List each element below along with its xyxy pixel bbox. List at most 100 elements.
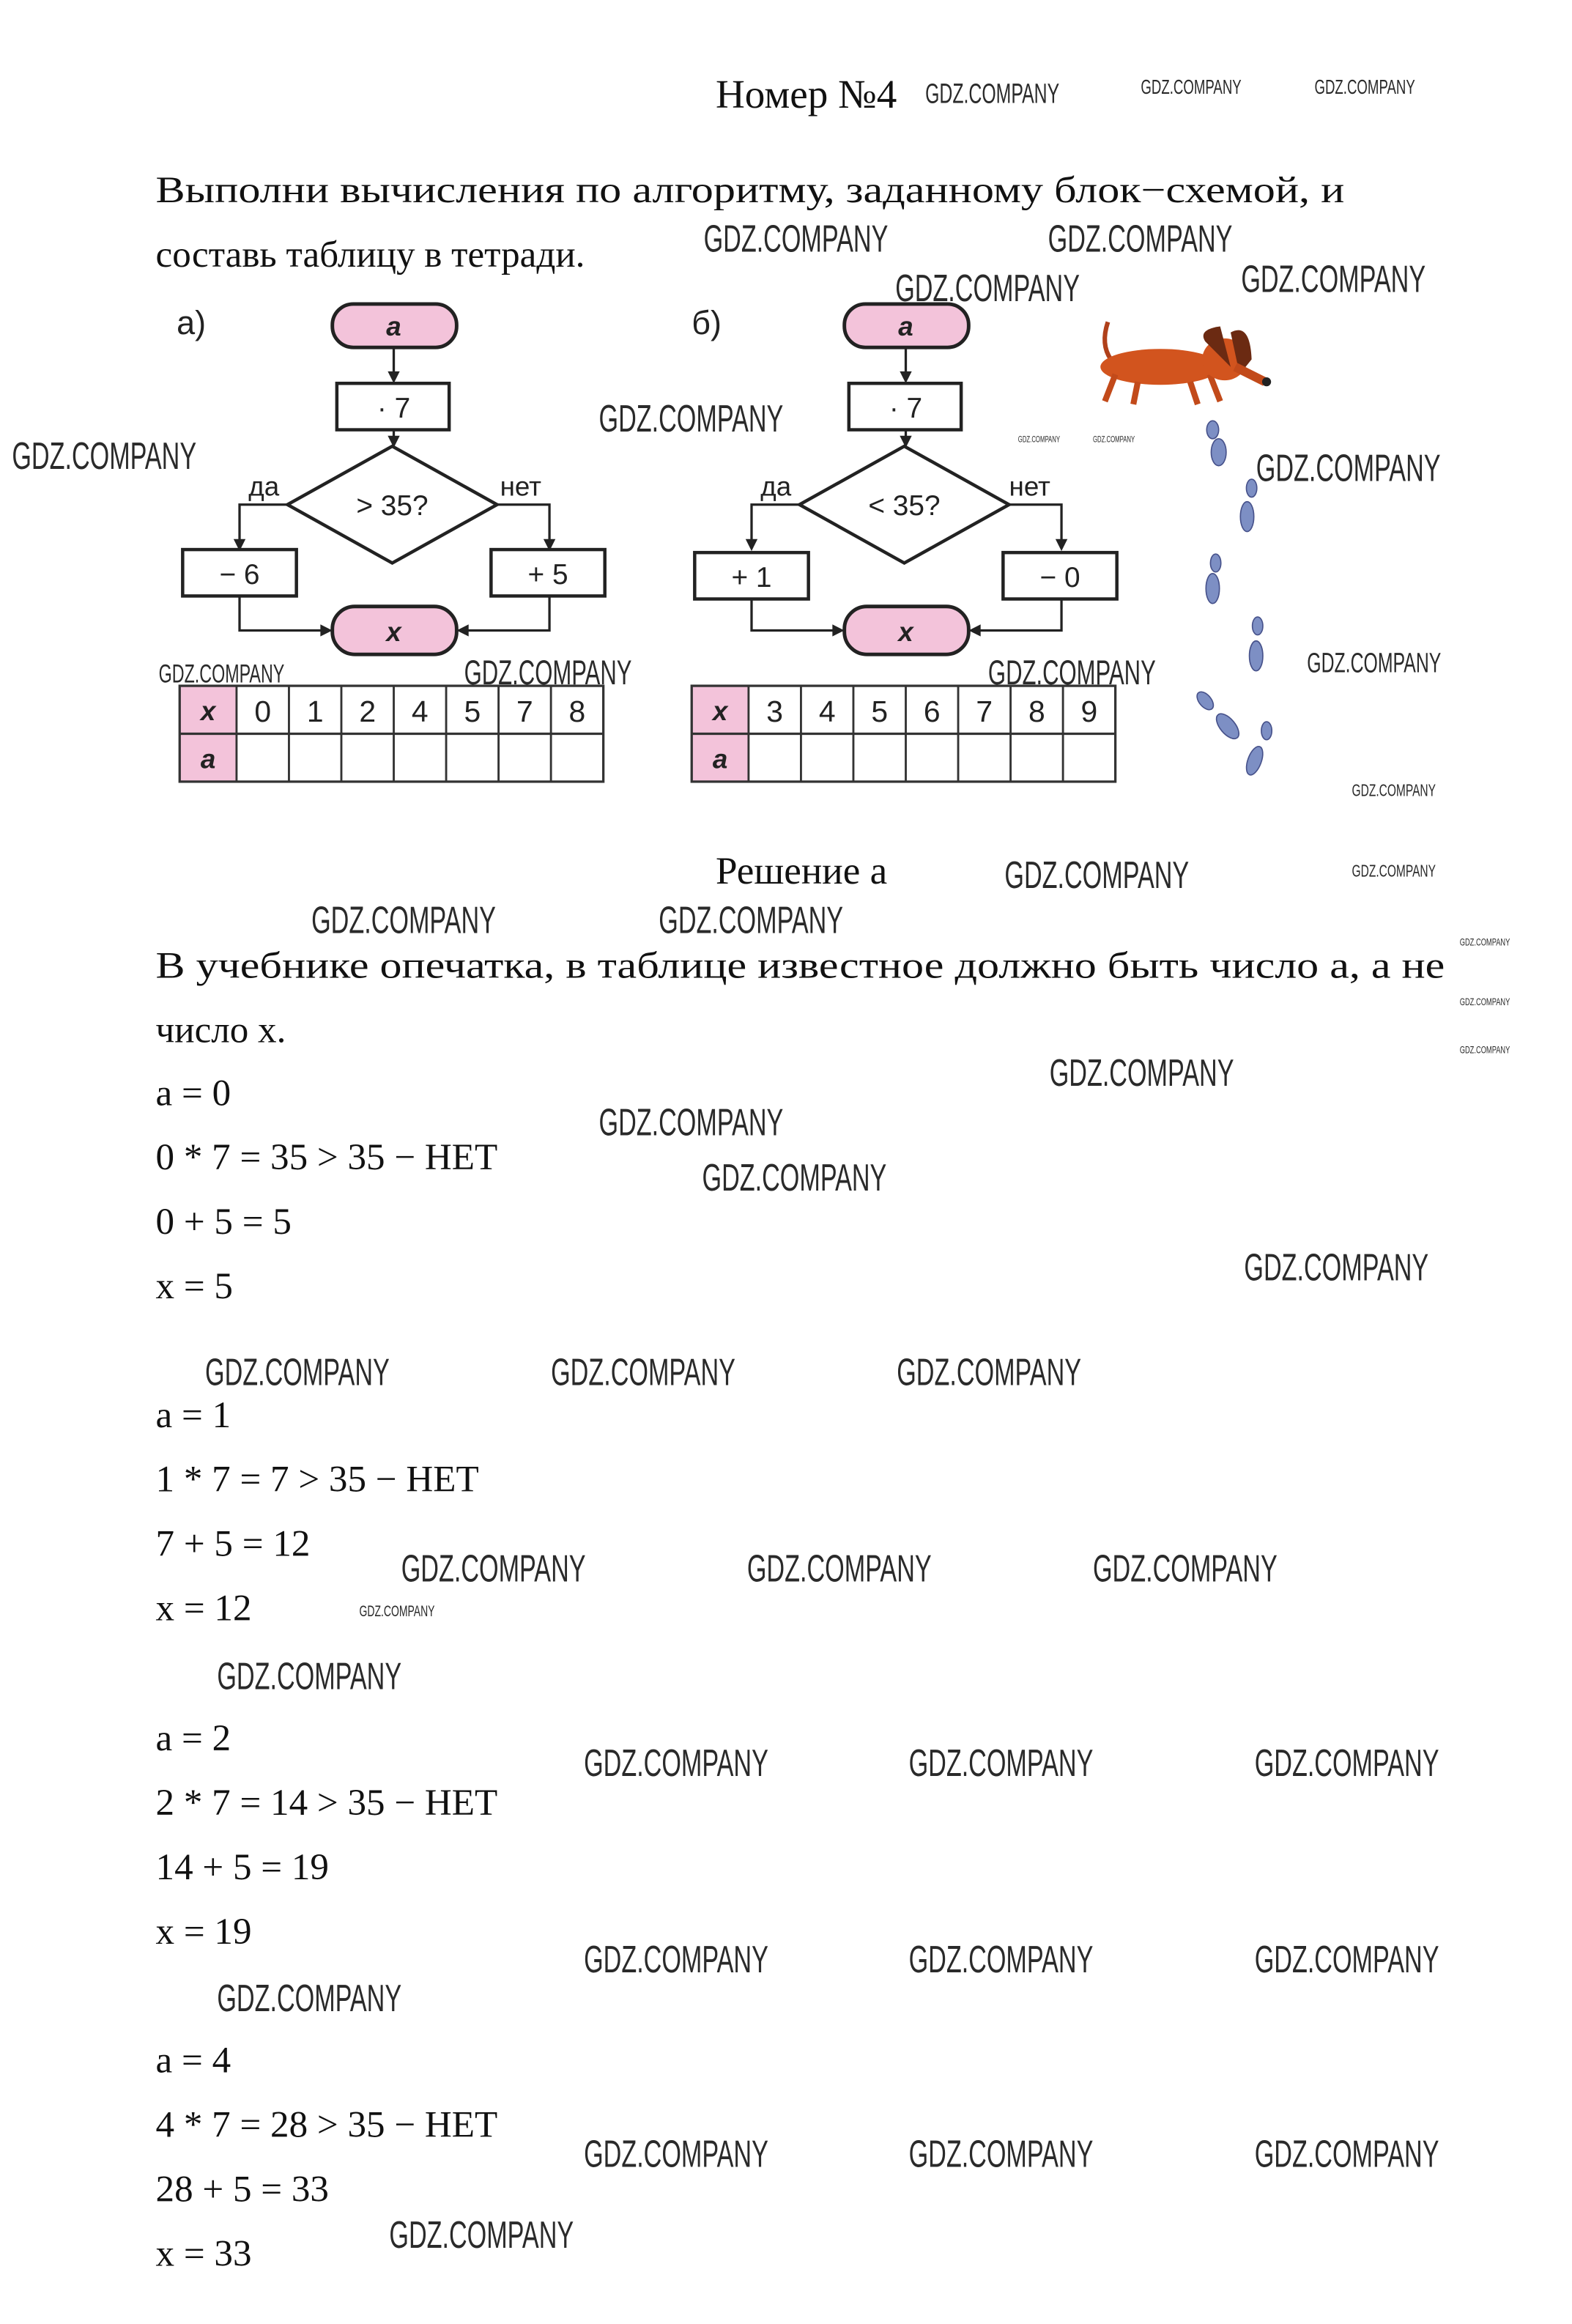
watermark-text: GDZ.COMPANY bbox=[217, 1977, 401, 2019]
watermark-text: GDZ.COMPANY bbox=[159, 659, 285, 688]
condition-label: < 35? bbox=[868, 490, 940, 522]
no-operation-label: − 0 bbox=[1039, 562, 1080, 593]
solution-line: a = 2 bbox=[156, 1717, 231, 1759]
watermarks: GDZ.COMPANY GDZ.COMPANY GDZ.COMPANY GDZ.COM… bbox=[12, 75, 1510, 2256]
watermark-text: GDZ.COMPANY bbox=[1352, 780, 1436, 799]
a-value-cell-empty bbox=[554, 737, 600, 779]
x-value-cell: 5 bbox=[871, 695, 888, 728]
end-label: x bbox=[385, 617, 402, 647]
row-header-a: a bbox=[201, 744, 215, 774]
figure-b-label: б) bbox=[692, 304, 722, 341]
task-text-line-2: составь таблицу в тетради. bbox=[156, 234, 585, 275]
yes-label: да bbox=[248, 472, 279, 502]
yes-operation-box bbox=[181, 547, 298, 598]
solution-line: 4 * 7 = 28 > 35 − НЕТ bbox=[156, 2104, 498, 2146]
a-value-cell-empty bbox=[292, 737, 338, 779]
end-terminal bbox=[330, 604, 459, 656]
watermark-text: GDZ.COMPANY bbox=[1314, 75, 1415, 98]
no-label: нет bbox=[1009, 472, 1051, 502]
watermark-text: GDZ.COMPANY bbox=[909, 1938, 1094, 1980]
x-value-cell: 7 bbox=[516, 695, 533, 728]
a-value-cell-empty bbox=[804, 737, 850, 779]
watermark-text: GDZ.COMPANY bbox=[988, 653, 1156, 692]
solution-line: x = 19 bbox=[156, 1911, 252, 1953]
watermark-text: GDZ.COMPANY bbox=[360, 1603, 435, 1620]
solution-line: a = 4 bbox=[156, 2040, 231, 2081]
watermark-text: GDZ.COMPANY bbox=[704, 218, 889, 260]
solution-line: 0 * 7 = 35 > 35 − НЕТ bbox=[156, 1136, 498, 1178]
a-value-cell-empty bbox=[909, 737, 955, 779]
row-header-x: x bbox=[711, 696, 729, 726]
watermark-text: GDZ.COMPANY bbox=[1093, 1547, 1278, 1589]
solution-heading: Решение а bbox=[716, 850, 887, 892]
multiply-box bbox=[335, 381, 451, 432]
solution-line: 0 + 5 = 5 bbox=[156, 1201, 292, 1243]
footprints-decoration bbox=[1196, 420, 1273, 776]
end-terminal bbox=[842, 604, 971, 656]
watermark-text: GDZ.COMPANY bbox=[584, 1938, 768, 1980]
watermark-text: GDZ.COMPANY bbox=[1307, 647, 1441, 678]
start-label: a bbox=[386, 311, 401, 341]
a-value-cell-empty bbox=[397, 737, 443, 779]
figure-a-label: а) bbox=[177, 304, 206, 341]
watermark-text: GDZ.COMPANY bbox=[1460, 936, 1510, 947]
yes-operation-box bbox=[693, 550, 810, 601]
watermark-text: GDZ.COMPANY bbox=[1460, 1043, 1510, 1055]
watermark-text: GDZ.COMPANY bbox=[311, 899, 496, 941]
a-value-cell-empty bbox=[344, 737, 390, 779]
watermark-text: GDZ.COMPANY bbox=[584, 2133, 768, 2175]
watermark-text: GDZ.COMPANY bbox=[925, 78, 1059, 109]
watermark-text: GDZ.COMPANY bbox=[464, 653, 632, 692]
solution-line: a = 0 bbox=[156, 1072, 231, 1114]
watermark-text: GDZ.COMPANY bbox=[1241, 258, 1425, 300]
multiply-label: · 7 bbox=[889, 393, 922, 424]
watermark-text: GDZ.COMPANY bbox=[659, 899, 843, 941]
condition-label: > 35? bbox=[356, 490, 428, 522]
x-value-cell: 7 bbox=[976, 695, 993, 728]
watermark-text: GDZ.COMPANY bbox=[747, 1547, 932, 1589]
a-value-cell-empty bbox=[240, 737, 286, 779]
solution-line: a = 1 bbox=[156, 1394, 231, 1436]
watermark-text: GDZ.COMPANY bbox=[217, 1655, 401, 1698]
x-value-cell: 1 bbox=[307, 695, 324, 728]
watermark-text: GDZ.COMPANY bbox=[1244, 1246, 1428, 1289]
watermark-text: GDZ.COMPANY bbox=[897, 1351, 1081, 1394]
row-header-x: x bbox=[199, 696, 217, 726]
watermark-text: GDZ.COMPANY bbox=[1256, 446, 1441, 489]
watermark-text: GDZ.COMPANY bbox=[1255, 1938, 1439, 1980]
watermark-text: GDZ.COMPANY bbox=[584, 1742, 768, 1784]
watermark-text: GDZ.COMPANY bbox=[599, 397, 784, 440]
solution-line: 7 + 5 = 12 bbox=[156, 1523, 311, 1565]
yes-operation-label: + 1 bbox=[731, 562, 771, 593]
no-label: нет bbox=[500, 472, 542, 502]
solution-line: 14 + 5 = 19 bbox=[156, 1846, 329, 1888]
multiply-label: · 7 bbox=[377, 393, 410, 424]
watermark-text: GDZ.COMPANY bbox=[1460, 996, 1510, 1007]
yes-label: да bbox=[760, 472, 791, 502]
solution-line: 1 * 7 = 7 > 35 − НЕТ bbox=[156, 1459, 479, 1500]
no-operation-box bbox=[489, 547, 607, 598]
a-value-cell-empty bbox=[1066, 737, 1112, 779]
watermark-text: GDZ.COMPANY bbox=[1048, 218, 1233, 260]
x-value-cell: 8 bbox=[569, 695, 586, 728]
end-label: x bbox=[897, 617, 914, 647]
watermark-text: GDZ.COMPANY bbox=[909, 2133, 1094, 2175]
x-value-cell: 4 bbox=[412, 695, 429, 728]
watermark-text: GDZ.COMPANY bbox=[205, 1351, 390, 1394]
a-value-cell-empty bbox=[752, 737, 798, 779]
watermark-text: GDZ.COMPANY bbox=[551, 1351, 735, 1394]
x-value-cell: 3 bbox=[766, 695, 783, 728]
watermark-text: GDZ.COMPANY bbox=[1352, 862, 1436, 881]
x-value-cell: 5 bbox=[464, 695, 481, 728]
row-header-a: a bbox=[713, 744, 727, 774]
watermark-text: GDZ.COMPANY bbox=[1050, 1051, 1234, 1094]
a-value-cell-empty bbox=[856, 737, 902, 779]
a-value-cell-empty bbox=[449, 737, 495, 779]
solution-line: 2 * 7 = 14 > 35 − НЕТ bbox=[156, 1782, 498, 1824]
solution-line: 28 + 5 = 33 bbox=[156, 2168, 329, 2210]
